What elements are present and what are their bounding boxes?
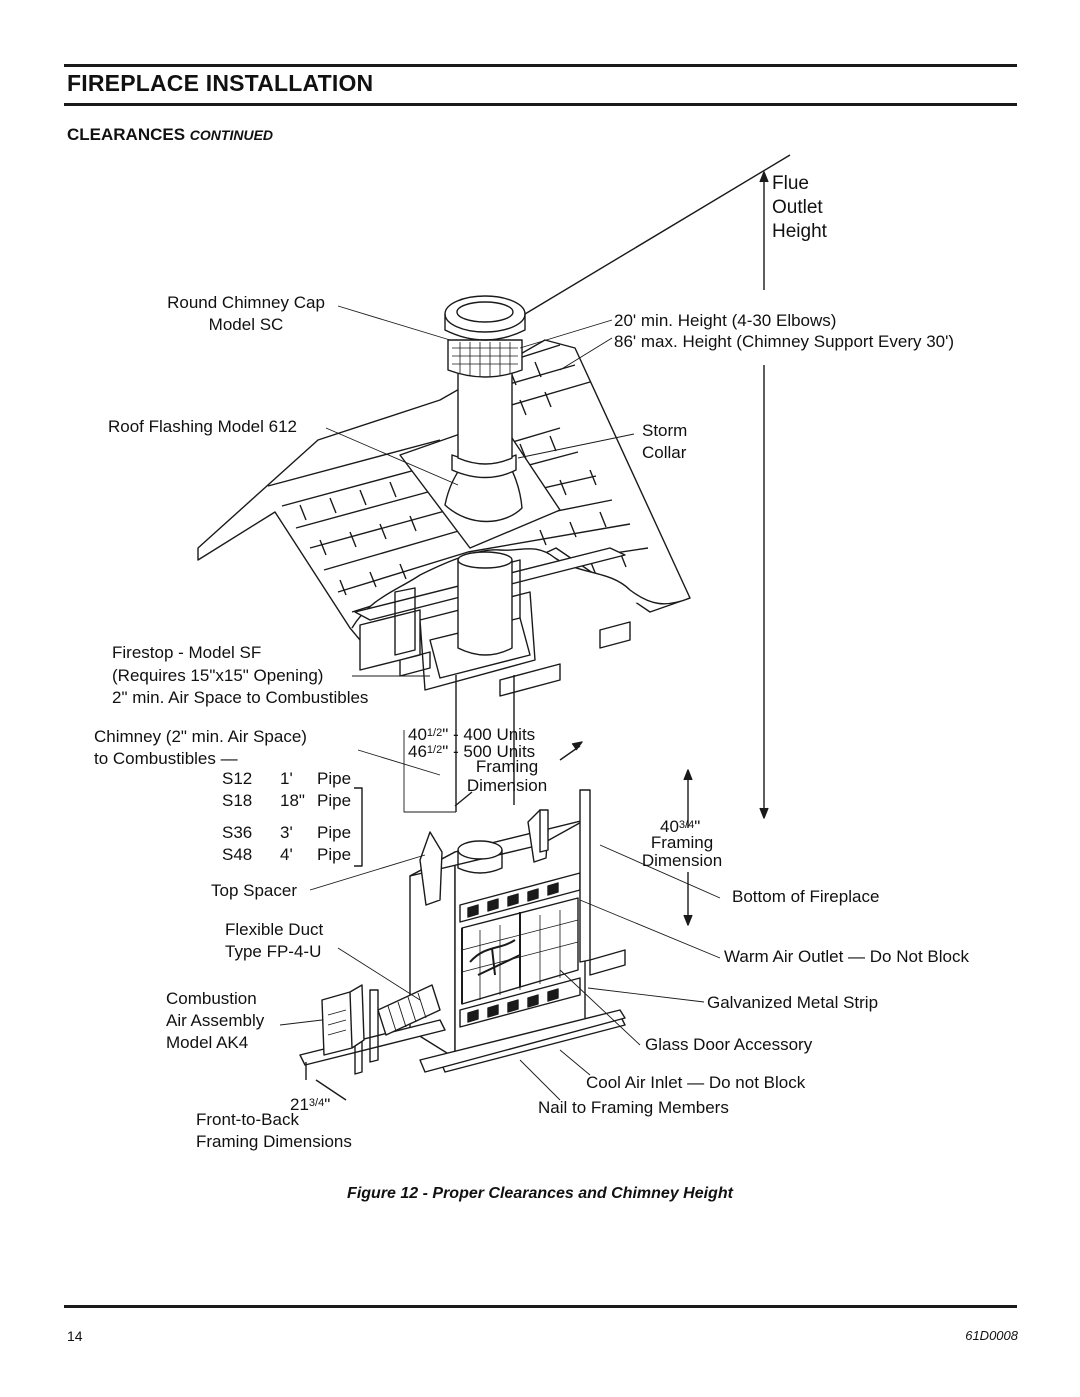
pipe-unit: Pipe: [317, 791, 352, 810]
figure-caption: Figure 12 - Proper Clearances and Chimne…: [347, 1185, 733, 1202]
width-500-units-label: 461/2" - 500 Units: [408, 739, 535, 763]
document-number: 61D0008: [965, 1328, 1018, 1343]
flue-height-reference-line: [524, 154, 791, 315]
width-400-units-label: 401/2" - 400 Units: [408, 722, 535, 746]
galvanized-strip-label: Galvanized Metal Strip: [707, 993, 879, 1012]
flue-outlet-height-label: Flue Outlet Height: [772, 173, 827, 242]
framing-width-arrow-right: [571, 741, 583, 751]
combustion-air-vent: [327, 1009, 347, 1036]
chimney-cap-skirt: [444, 314, 526, 341]
log-grate: [469, 939, 521, 976]
depth-fraction: 3/4: [308, 1097, 325, 1109]
flue-height-arrow-bottom: [759, 807, 769, 819]
pipe-unit: Pipe: [317, 769, 352, 788]
front-to-back-label: Front-to-Back Framing Dimensions: [196, 1110, 352, 1151]
depth-rest: ": [324, 1095, 331, 1114]
leader-lines: [279, 305, 721, 1101]
chimney-pipe: [457, 560, 513, 656]
width-500-fraction: 1/2: [426, 744, 443, 756]
chimney-upper-pipe: [457, 372, 513, 465]
pipe-length: 18": [280, 791, 305, 810]
cool-air-inlet-label: Cool Air Inlet — Do not Block: [586, 1073, 806, 1092]
width-400-fraction: 1/2: [426, 727, 443, 739]
firestop-opening-label: (Requires 15"x15" Opening): [112, 666, 324, 685]
chimney-airspace-label: Chimney (2" min. Air Space): [94, 727, 307, 746]
depth-dimension-line: [305, 1062, 347, 1101]
combustion-air-assembly: [321, 984, 365, 1056]
min-height-label: 20' min. Height (4-30 Elbows): [614, 311, 837, 330]
height-rest: ": [694, 817, 701, 836]
firestop-label: Firestop - Model SF: [112, 643, 262, 662]
duct-ribs: [387, 992, 427, 1032]
max-height-label: 86' max. Height (Chimney Support Every 3…: [614, 332, 955, 351]
title-underline: [64, 103, 1017, 106]
chimney-cap-inner: [456, 301, 514, 323]
chimney-pipe-top: [457, 551, 513, 569]
fireplace-flue-collar: [457, 840, 503, 860]
width-500-whole: 46: [408, 742, 427, 761]
chimney-cap-mesh: [452, 342, 518, 377]
chimney-cap-label: Round Chimney Cap Model SC: [167, 293, 325, 334]
top-spacer-label: Top Spacer: [211, 881, 297, 900]
depth-dimension-label: 213/4": [290, 1092, 330, 1116]
chimney-hidden-line: [455, 675, 515, 812]
flue-height-arrow-top: [759, 171, 769, 183]
pipe-length: 4': [280, 845, 293, 864]
pipe-length: 1': [280, 769, 293, 788]
pipe-unit: Pipe: [317, 845, 352, 864]
glass-door-label: Glass Door Accessory: [645, 1035, 813, 1054]
framing-height-arrow-bottom: [683, 914, 693, 926]
flue-collar-wall: [457, 850, 503, 874]
firestop-airspace-label: 2" min. Air Space to Combustibles: [112, 688, 369, 707]
chimney-cap-screen: [447, 339, 523, 378]
section-heading: CLEARANCES CONTINUED: [67, 125, 273, 145]
framing-height-arrow-top: [683, 769, 693, 781]
pipe-unit: Pipe: [317, 823, 352, 842]
pipe-model: S18: [222, 791, 253, 810]
nail-framing-label: Nail to Framing Members: [538, 1098, 729, 1117]
glass-door-frame: [461, 912, 521, 1004]
pipe-length: 3': [280, 823, 293, 842]
section-suffix: CONTINUED: [189, 127, 274, 143]
page-title: FIREPLACE INSTALLATION: [67, 70, 374, 96]
storm-collar-label: Storm Collar: [642, 421, 688, 462]
pipe-list-bracket: [354, 787, 363, 867]
section-label: CLEARANCES: [67, 125, 186, 144]
bottom-framing: [419, 949, 626, 1073]
height-whole: 40: [660, 817, 679, 836]
depth-whole: 21: [290, 1095, 309, 1114]
top-rule: [64, 64, 1017, 67]
page-number: 14: [67, 1328, 83, 1344]
width-500-rest: " - 500 Units: [442, 742, 536, 761]
combustion-air-label: Combustion Air Assembly Model AK4: [166, 989, 265, 1052]
roof-cutaway-edge: [351, 548, 691, 629]
bottom-of-fireplace-label: Bottom of Fireplace: [732, 887, 880, 906]
shingle-joints: [299, 361, 627, 596]
flexible-duct-label: Flexible Duct Type FP-4-U: [225, 920, 324, 961]
warm-air-outlet-label: Warm Air Outlet — Do Not Block: [724, 947, 969, 966]
width-400-rest: " - 400 Units: [442, 725, 536, 744]
height-framing-dimension-label: Framing Dimension: [641, 833, 723, 870]
pipe-model: S36: [222, 823, 253, 842]
pipe-model: S12: [222, 769, 253, 788]
height-fraction: 3/4: [678, 819, 695, 831]
height-dimension-label: 403/4": [660, 814, 700, 838]
width-400-whole: 40: [408, 725, 427, 744]
width-framing-dimension-label: Framing Dimension: [466, 757, 548, 795]
roof-flashing-label: Roof Flashing Model 612: [108, 417, 298, 436]
footer-rule: [64, 1305, 1017, 1308]
pipe-model: S48: [222, 845, 253, 864]
louver-slots: [467, 882, 559, 1023]
chimney-combustibles-label: to Combustibles —: [94, 749, 238, 768]
